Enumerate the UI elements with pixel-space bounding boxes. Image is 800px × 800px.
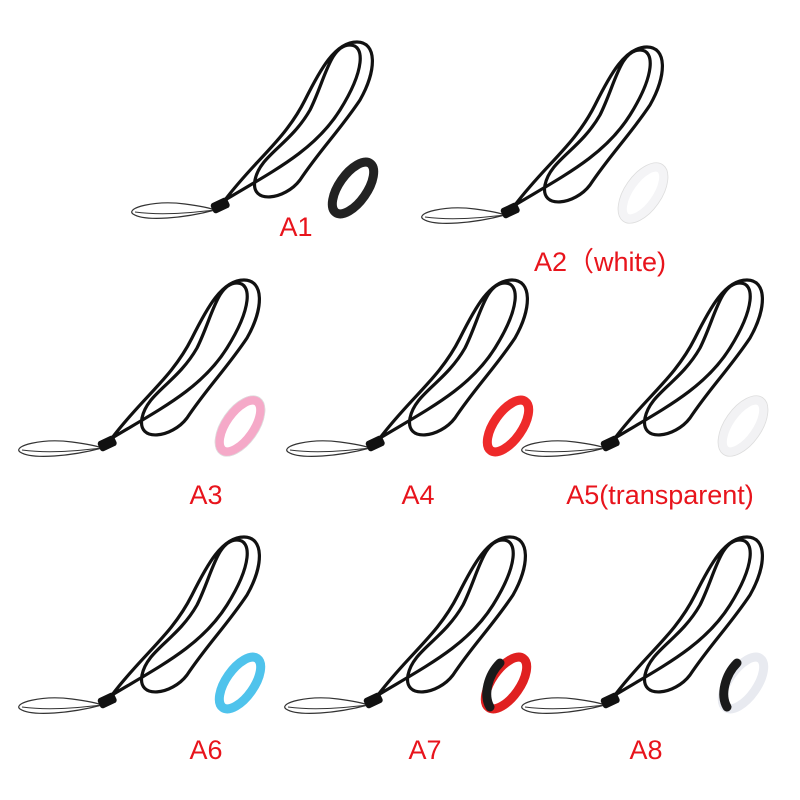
wrist-string-inner — [289, 447, 371, 453]
wrist-string — [131, 202, 216, 219]
wrist-string-inner — [524, 447, 606, 453]
lanyard-cord — [613, 278, 764, 440]
lanyard-cord — [613, 535, 764, 697]
lanyard-illustration — [18, 535, 266, 714]
wrist-string — [284, 697, 369, 714]
wrist-string-inner — [134, 209, 216, 215]
lanyard-cord — [513, 45, 664, 207]
lanyard-cord — [110, 278, 261, 440]
cord-clasp — [500, 202, 520, 219]
silicone-ring — [482, 395, 534, 457]
variant-label-a7: A7 — [408, 735, 442, 765]
lanyard-illustration — [421, 45, 669, 224]
ring-outline — [214, 395, 266, 457]
lanyard-illustration — [521, 278, 769, 457]
variant-label-a2: A2（white) — [533, 247, 667, 277]
wrist-string-inner — [524, 704, 606, 710]
cord-clasp — [600, 692, 620, 709]
lanyard-illustration — [521, 535, 769, 714]
lanyard-cord — [376, 535, 527, 697]
silicone-ring — [717, 395, 769, 457]
wrist-string-inner — [424, 214, 506, 220]
variant-label-a5: A5(transparent) — [566, 480, 754, 510]
lanyard-illustration — [286, 278, 534, 457]
wrist-string — [18, 697, 103, 714]
wrist-string — [286, 440, 371, 457]
variant-label-a1: A1 — [279, 212, 313, 242]
variant-label-a3: A3 — [189, 480, 223, 510]
lanyard-illustration — [131, 40, 379, 219]
ring-outline — [617, 162, 669, 224]
silicone-ring-accent — [719, 658, 742, 712]
lanyard-illustration — [284, 535, 532, 714]
wrist-string — [521, 697, 606, 714]
cord-clasp — [600, 435, 620, 452]
lanyard-cord — [378, 278, 529, 440]
wrist-string — [421, 207, 506, 224]
silicone-ring-accent — [482, 658, 505, 712]
wrist-string — [18, 440, 103, 457]
silicone-ring — [214, 395, 266, 457]
lanyard-illustration — [18, 278, 266, 457]
wrist-string-inner — [287, 704, 369, 710]
lanyard-cord — [223, 40, 374, 202]
wrist-string-inner — [21, 447, 103, 453]
cord-clasp — [365, 435, 385, 452]
wrist-string — [521, 440, 606, 457]
cord-clasp — [97, 435, 117, 452]
silicone-ring — [214, 652, 266, 714]
silicone-ring — [617, 162, 669, 224]
variant-label-a8: A8 — [629, 735, 663, 765]
cord-clasp — [210, 197, 230, 214]
lanyard-cord — [110, 535, 261, 697]
ring-outline — [717, 395, 769, 457]
silicone-ring — [327, 157, 379, 219]
variant-label-a4: A4 — [401, 480, 435, 510]
variant-label-a6: A6 — [189, 735, 223, 765]
cord-clasp — [363, 692, 383, 709]
cord-clasp — [97, 692, 117, 709]
wrist-string-inner — [21, 704, 103, 710]
